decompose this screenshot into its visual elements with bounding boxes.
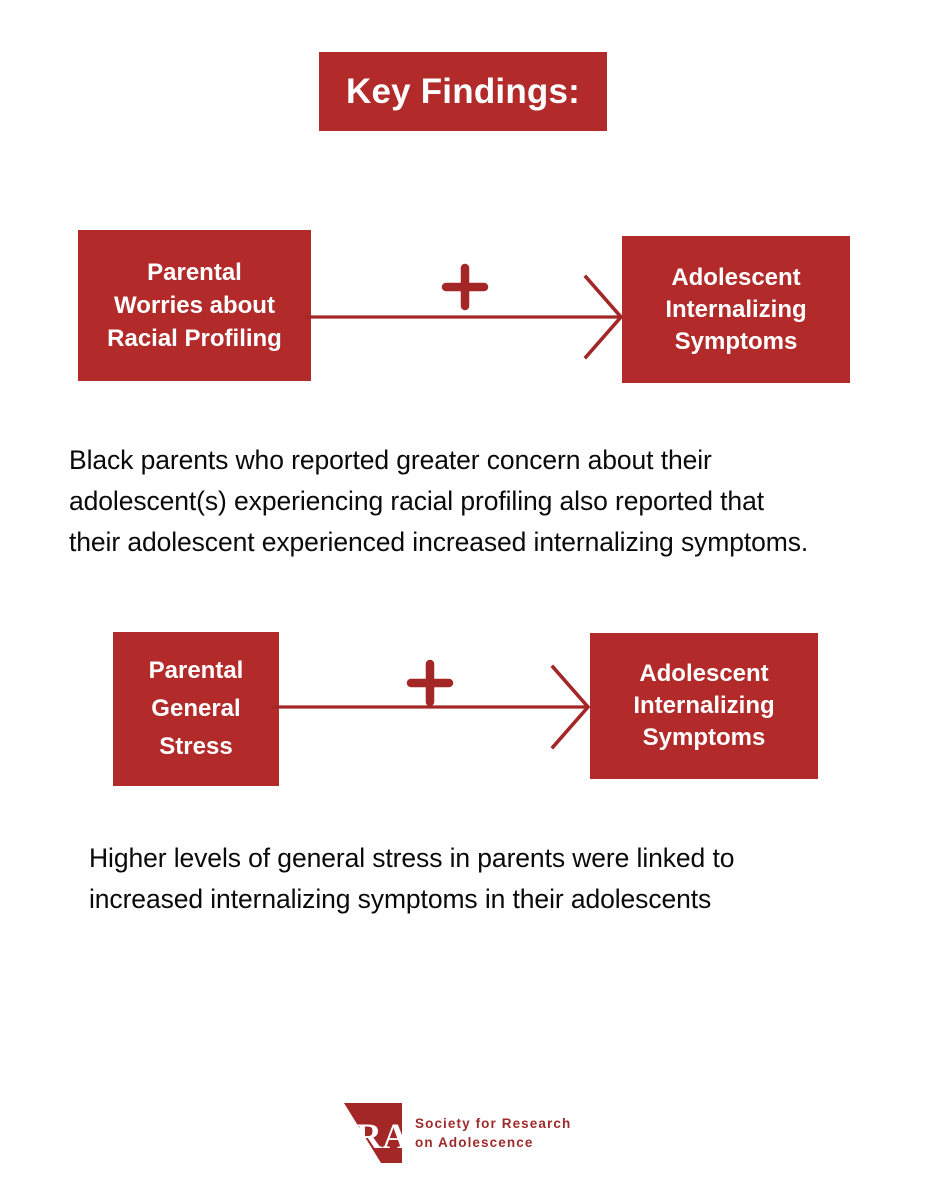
sra-wordmark: Society for Research on Adolescence xyxy=(415,1114,571,1152)
box-line: Worries about xyxy=(114,292,275,319)
box-line: Internalizing xyxy=(633,692,775,719)
diagram-1-arrow-icon xyxy=(305,274,624,360)
sra-wordmark-line-1: Society for Research xyxy=(415,1116,572,1131)
diagram-1-source-box: Parental Worries about Racial Profiling xyxy=(78,230,311,381)
box-line: Internalizing xyxy=(665,295,807,323)
page-title: Key Findings: xyxy=(346,72,580,111)
diagram-2-arrow-icon xyxy=(272,664,591,750)
diagram-1-plus-icon xyxy=(441,263,489,311)
diagram-2-plus-icon xyxy=(406,659,454,707)
sra-wordmark-line-2: on Adolescence xyxy=(415,1135,534,1150)
box-line: Symptoms xyxy=(642,724,766,751)
box-line: Racial Profiling xyxy=(107,325,282,352)
box-line: Stress xyxy=(159,733,233,760)
key-findings-title-banner: Key Findings: xyxy=(319,52,607,131)
box-line: Symptoms xyxy=(674,327,798,355)
box-line: Parental xyxy=(148,657,244,684)
sra-monogram-icon: SRA xyxy=(341,1103,405,1163)
box-line: General xyxy=(151,695,241,722)
diagram-1-target-box: Adolescent Internalizing Symptoms xyxy=(622,236,850,383)
diagram-2-caption: Higher levels of general stress in paren… xyxy=(89,843,735,914)
box-line: Adolescent xyxy=(639,660,769,687)
svg-text:SRA: SRA xyxy=(341,1116,405,1156)
box-line: Adolescent xyxy=(671,263,801,291)
box-line: Parental xyxy=(147,259,242,286)
diagram-2-source-box: Parental General Stress xyxy=(113,632,279,786)
diagram-2-target-box: Adolescent Internalizing Symptoms xyxy=(590,633,818,779)
sra-logo: SRA Society for Research on Adolescence xyxy=(341,1100,587,1166)
diagram-1-caption: Black parents who reported greater conce… xyxy=(69,445,809,557)
